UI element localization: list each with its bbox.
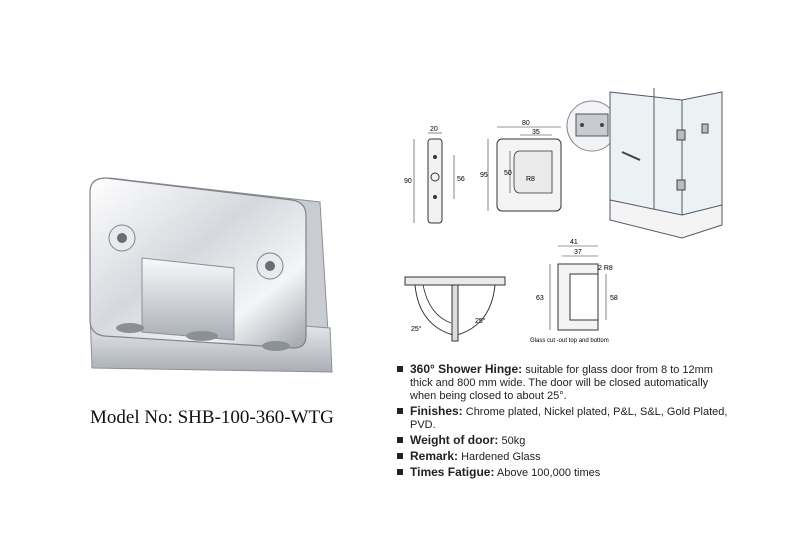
bullet-icon bbox=[397, 453, 403, 459]
top-view-drawing: 25° 25° bbox=[404, 276, 506, 342]
spec-text: Above 100,000 times bbox=[496, 467, 601, 479]
side-spacing-label: 56 bbox=[457, 176, 465, 183]
front-height-label: 95 bbox=[480, 172, 488, 179]
spec-item: Times Fatigue: Above 100,000 times bbox=[397, 466, 737, 480]
spec-text: 50kg bbox=[501, 435, 526, 447]
front-inner-width-label: 35 bbox=[532, 129, 540, 136]
cut-note: Glass cut -out top and bottom bbox=[530, 338, 609, 344]
cut-height-left-label: 63 bbox=[536, 295, 544, 302]
front-inner-height-label: 50 bbox=[504, 170, 512, 177]
spec-list: 360° Shower Hinge: suitable for glass do… bbox=[397, 363, 737, 482]
side-height-label: 90 bbox=[404, 178, 412, 185]
spec-label: Weight of door: bbox=[410, 433, 499, 447]
glass-cutout-drawing: 41 37 2 R8 63 58 Glass cut -out top and … bbox=[530, 239, 618, 344]
spec-text: suitable for glass door from 8 to 12mm t… bbox=[410, 364, 713, 402]
model-number: Model No: SHB-100-360-WTG bbox=[90, 407, 334, 428]
spec-label: Times Fatigue: bbox=[410, 465, 495, 479]
cut-width-label: 41 bbox=[570, 239, 578, 246]
bullet-icon bbox=[397, 469, 403, 475]
spec-item: Weight of door: 50kg bbox=[397, 434, 737, 448]
spec-text: Chrome plated, Nickel plated, P&L, S&L, … bbox=[410, 406, 728, 431]
side-width-label: 20 bbox=[430, 126, 438, 133]
cut-radius-label: 2 R8 bbox=[598, 265, 613, 272]
front-radius-label: R8 bbox=[526, 176, 535, 183]
hinge-product-image bbox=[89, 177, 333, 373]
front-view-drawing: 80 35 95 50 R8 bbox=[480, 120, 562, 212]
spec-item: Remark: Hardened Glass bbox=[397, 450, 737, 464]
top-angle-left-label: 25° bbox=[411, 325, 422, 333]
spec-label: Finishes: bbox=[410, 404, 463, 418]
spec-label: 360° Shower Hinge: bbox=[410, 362, 523, 376]
side-view-drawing: 20 90 56 bbox=[404, 126, 465, 224]
top-angle-right-label: 25° bbox=[475, 317, 486, 325]
spec-text: Hardened Glass bbox=[461, 451, 541, 463]
front-width-label: 80 bbox=[522, 120, 530, 127]
cut-height-right-label: 58 bbox=[610, 295, 618, 302]
bullet-icon bbox=[397, 408, 403, 414]
bullet-icon bbox=[397, 366, 403, 372]
bullet-icon bbox=[397, 437, 403, 443]
spec-item: Finishes: Chrome plated, Nickel plated, … bbox=[397, 405, 737, 432]
spec-item: 360° Shower Hinge: suitable for glass do… bbox=[397, 363, 737, 403]
cut-inner-width-label: 37 bbox=[574, 249, 582, 256]
shower-enclosure-image bbox=[566, 88, 723, 239]
spec-label: Remark: bbox=[410, 449, 459, 463]
